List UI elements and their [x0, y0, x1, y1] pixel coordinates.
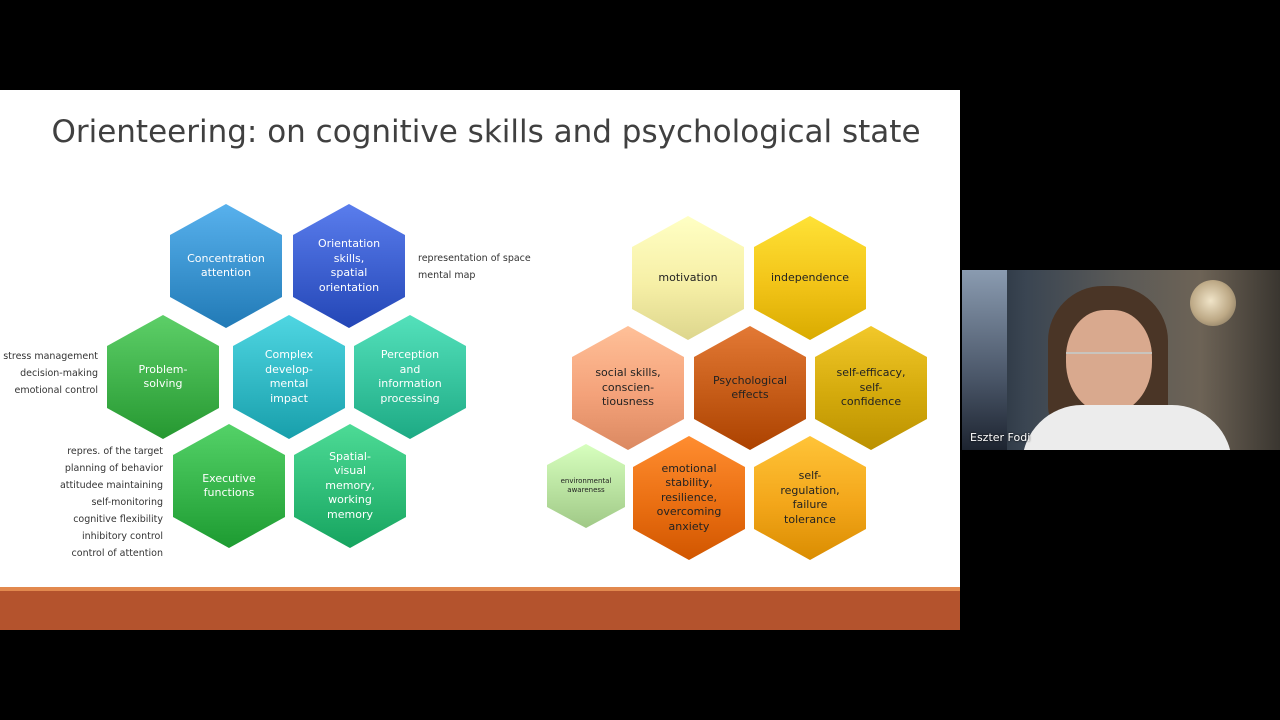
- hex-label: environmental awareness: [560, 477, 612, 494]
- hex-label: self- regulation, failure tolerance: [780, 469, 840, 526]
- note-executive-functions: repres. of the target planning of behavi…: [60, 443, 163, 562]
- hex-problem-solving: Problem- solving: [107, 315, 219, 439]
- hex-psychological-effects: Psychological effects: [694, 326, 806, 450]
- hex-label: Psychological effects: [712, 373, 788, 402]
- webcam-person-face: [1066, 310, 1152, 414]
- hex-perception-information-processing: Perception and information processing: [354, 315, 466, 439]
- hex-emotional-stability: emotional stability, resilience, overcom…: [633, 436, 745, 560]
- hex-self-regulation: self- regulation, failure tolerance: [754, 436, 866, 560]
- webcam-background-window: [962, 270, 1007, 450]
- hex-label: emotional stability, resilience, overcom…: [656, 461, 722, 533]
- hex-label: self-efficacy, self- confidence: [836, 366, 906, 409]
- hex-label: Problem- solving: [138, 362, 188, 391]
- hex-motivation: motivation: [632, 216, 744, 340]
- presentation-slide: Orienteering: on cognitive skills and ps…: [0, 90, 960, 630]
- hex-label: Spatial- visual memory, working memory: [325, 449, 375, 521]
- hex-self-efficacy: self-efficacy, self- confidence: [815, 326, 927, 450]
- webcam-background-lamp: [1190, 280, 1236, 326]
- note-line: representation of space: [418, 253, 531, 264]
- participant-name: Eszter Fodi: [970, 431, 1031, 444]
- slide-footer-bar: [0, 587, 960, 630]
- hex-concentration-attention: Concentration attention: [170, 204, 282, 328]
- note-line: cognitive flexibility: [73, 514, 163, 525]
- hex-label: Executive functions: [202, 471, 256, 500]
- hex-environmental-awareness: environmental awareness: [547, 444, 625, 528]
- note-line: stress management: [3, 351, 98, 362]
- note-line: repres. of the target: [67, 446, 163, 457]
- note-line: inhibitory control: [81, 531, 163, 542]
- note-line: self-monitoring: [91, 497, 163, 508]
- hex-label: Orientation skills, spatial orientation: [317, 237, 381, 294]
- hex-spatial-visual-memory: Spatial- visual memory, working memory: [294, 424, 406, 548]
- hex-label: Complex develop- mental impact: [264, 348, 314, 405]
- note-line: planning of behavior: [64, 463, 163, 474]
- hex-label: motivation: [658, 270, 718, 284]
- hex-label: social skills, conscien- tiousness: [595, 366, 661, 409]
- hex-label: Concentration attention: [187, 251, 265, 280]
- hex-complex-developmental-impact: Complex develop- mental impact: [233, 315, 345, 439]
- hex-orientation-skills: Orientation skills, spatial orientation: [293, 204, 405, 328]
- note-line: emotional control: [14, 385, 98, 396]
- hex-executive-functions: Executive functions: [173, 424, 285, 548]
- webcam-tile[interactable]: Eszter Fodi: [962, 270, 1280, 450]
- note-line: control of attention: [71, 548, 163, 559]
- webcam-person-shirt: [1022, 405, 1232, 450]
- note-line: mental map: [418, 270, 476, 281]
- note-problem-solving: stress management decision-making emotio…: [3, 348, 98, 399]
- note-line: attitudee maintaining: [59, 480, 163, 491]
- hex-social-skills: social skills, conscien- tiousness: [572, 326, 684, 450]
- note-representation-of-space: representation of space mental map: [418, 250, 531, 284]
- hex-label: independence: [770, 270, 850, 284]
- webcam-person-glasses: [1066, 352, 1152, 370]
- slide-title: Orienteering: on cognitive skills and ps…: [51, 114, 921, 150]
- hex-independence: independence: [754, 216, 866, 340]
- hex-label: Perception and information processing: [378, 348, 442, 405]
- note-line: decision-making: [20, 368, 98, 379]
